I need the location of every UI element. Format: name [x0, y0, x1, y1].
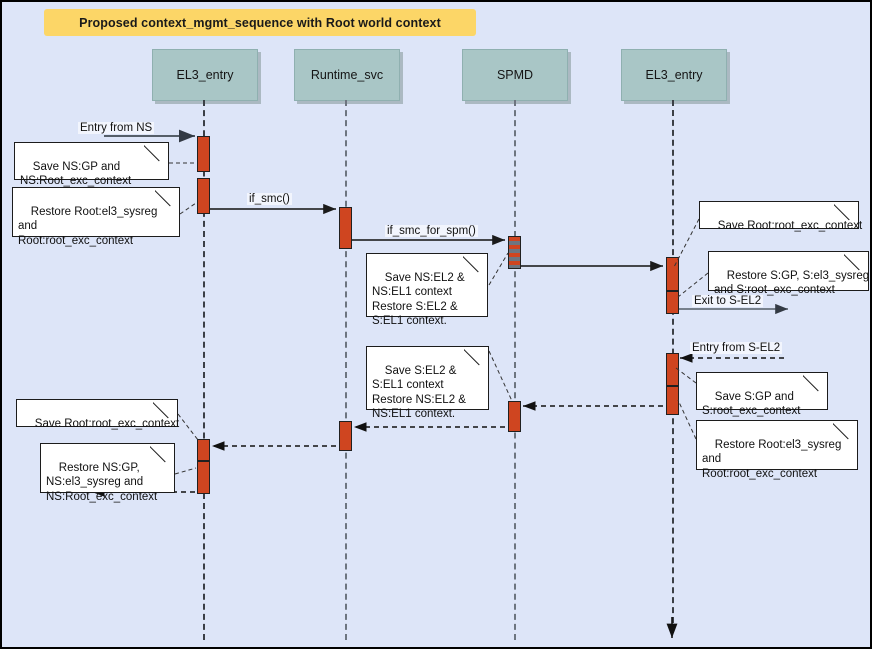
note-restore-root-el3-right: Restore Root:el3_sysreg and Root:root_ex… — [696, 420, 858, 480]
note-fold-icon — [471, 347, 488, 364]
note-text: Save NS:EL2 & NS:EL1 context Restore S:E… — [372, 271, 465, 328]
note-restore-ns-gp: Restore NS:GP, NS:el3_sysreg and NS:Root… — [40, 443, 175, 503]
note-save-root-exc-left: Save Root:root_exc_context — [16, 399, 180, 430]
note-text: Restore Root:el3_sysreg and Root:root_ex… — [702, 438, 842, 480]
note-fold-icon — [157, 444, 174, 461]
activation-bar — [339, 207, 352, 249]
note-save-ns-gp: Save NS:GP and NS:Root_exc_context — [14, 142, 169, 187]
activation-bar — [666, 257, 679, 291]
note-text: Save NS:GP and NS:Root_exc_context — [20, 160, 132, 188]
note-leader — [677, 399, 697, 440]
note-fold-icon — [840, 421, 857, 438]
participant-label: EL3_entry — [176, 68, 234, 82]
note-save-s-gp: Save S:GP and S:root_exc_context — [696, 372, 828, 417]
note-text: Restore NS:GP, NS:el3_sysreg and NS:Root… — [46, 461, 158, 503]
note-leader — [488, 350, 513, 402]
message-label-entry-from-s-el2: Entry from S-EL2 — [690, 342, 783, 354]
participant-label: EL3_entry — [645, 68, 703, 82]
note-text: Restore S:GP, S:el3_sysreg and S:root_ex… — [714, 269, 870, 297]
note-fold-icon — [151, 143, 168, 160]
note-restore-s-gp: Restore S:GP, S:el3_sysreg and S:root_ex… — [708, 251, 869, 296]
note-fold-icon — [841, 202, 858, 219]
note-save-s-el2: Save S:EL2 & S:EL1 context Restore NS:EL… — [366, 346, 489, 420]
activation-bar — [666, 291, 679, 314]
note-leader — [677, 272, 709, 298]
note-leader — [174, 467, 197, 475]
activation-bar — [197, 461, 210, 494]
note-text: Save Root:root_exc_context — [717, 219, 863, 232]
activation-bar — [666, 353, 679, 386]
activation-bar — [508, 401, 521, 432]
message-label-if-smc-for-spm: if_smc_for_spm() — [385, 225, 478, 237]
activation-bar — [339, 421, 352, 451]
note-leader — [179, 202, 197, 215]
note-text: Save Root:root_exc_context — [34, 417, 180, 430]
note-save-root-exc-right: Save Root:root_exc_context — [699, 201, 863, 232]
lifeline-spmd — [514, 100, 516, 640]
participant-el3-entry-1[interactable]: EL3_entry — [152, 49, 258, 101]
note-text: Save S:EL2 & S:EL1 context Restore NS:EL… — [372, 364, 466, 421]
note-fold-icon — [470, 254, 487, 271]
participant-label: Runtime_svc — [310, 68, 384, 82]
diagram-title-banner: Proposed context_mgmt_sequence with Root… — [44, 9, 476, 36]
message-label-exit-to-s-el2: Exit to S-EL2 — [692, 295, 764, 307]
participant-spmd[interactable]: SPMD — [462, 49, 568, 101]
note-fold-icon — [851, 252, 868, 269]
lifeline-runtime-svc — [345, 100, 347, 640]
note-leader — [675, 367, 697, 384]
activation-bar — [197, 439, 210, 461]
note-leader — [488, 252, 509, 286]
lifeline-el3-entry-1 — [203, 100, 205, 640]
note-fold-icon — [810, 373, 827, 390]
note-leader — [177, 413, 199, 441]
note-text: Restore Root:el3_sysreg and Root:root_ex… — [18, 205, 158, 247]
participant-el3-entry-2[interactable]: EL3_entry — [621, 49, 727, 101]
activation-bar — [197, 178, 210, 214]
note-fold-icon — [162, 188, 179, 205]
message-label-if-smc: if_smc() — [247, 193, 292, 205]
activation-bar — [508, 236, 521, 269]
participant-label: SPMD — [496, 68, 534, 82]
note-fold-icon — [160, 400, 177, 417]
note-restore-root-el3: Restore Root:el3_sysreg and Root:root_ex… — [12, 187, 180, 247]
activation-bar — [197, 136, 210, 172]
participant-runtime-svc[interactable]: Runtime_svc — [294, 49, 400, 101]
message-label-entry-from-ns: Entry from NS — [78, 122, 155, 134]
activation-bar — [666, 386, 679, 415]
note-text: Save S:GP and S:root_exc_context — [702, 390, 801, 418]
note-save-ns-el2: Save NS:EL2 & NS:EL1 context Restore S:E… — [366, 253, 488, 327]
